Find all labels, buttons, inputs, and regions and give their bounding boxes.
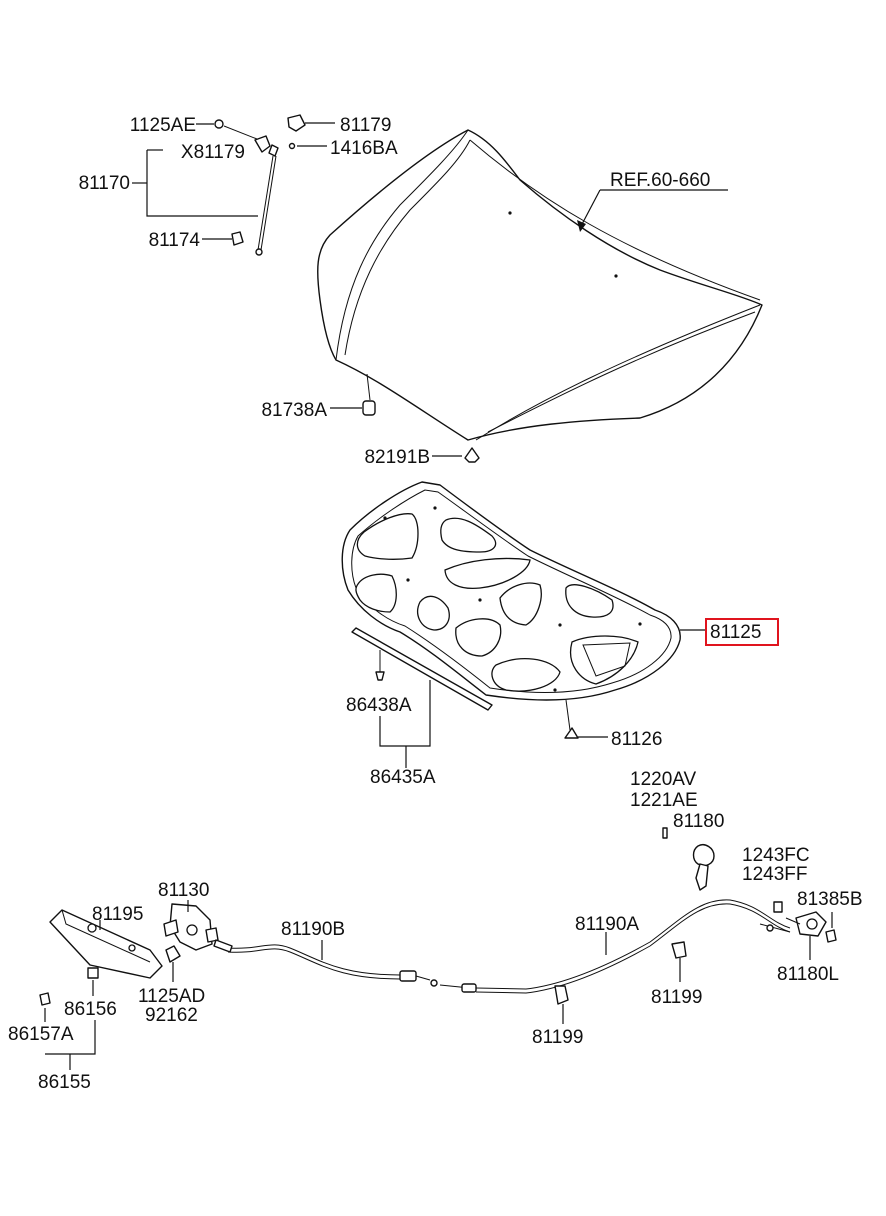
label-81190A: 81190A <box>575 914 639 935</box>
hood-insulator-pad <box>341 481 706 701</box>
release-lever-assembly <box>662 827 837 960</box>
hood-safety-hook <box>39 909 163 1070</box>
release-cable <box>227 899 791 1024</box>
label-1416BA: 1416BA <box>330 138 398 159</box>
label-81199-right: 81199 <box>651 987 702 1008</box>
label-81130: 81130 <box>158 880 209 901</box>
label-82191B: 82191B <box>364 447 430 468</box>
label-92162: 92162 <box>145 1005 198 1026</box>
label-81174: 81174 <box>149 230 201 251</box>
label-86435A: 86435A <box>370 767 436 788</box>
label-86157A: 86157A <box>8 1024 74 1045</box>
label-81180L: 81180L <box>777 964 839 985</box>
label-X81179: X81179 <box>181 142 245 163</box>
insulator-clip <box>564 699 608 739</box>
label-REF: REF.60-660 <box>610 170 710 191</box>
hood-stopper <box>432 447 480 463</box>
hood-latch <box>163 900 233 982</box>
label-1125AE: 1125AE <box>130 115 196 136</box>
label-81385B: 81385B <box>797 889 863 910</box>
retainer-strip <box>351 627 493 768</box>
label-81190B: 81190B <box>281 919 345 940</box>
ref-leader <box>577 189 728 232</box>
highlight-box <box>705 618 779 646</box>
part-labels: 1125AE 81179 X81179 1416BA 81170 81174 R… <box>8 115 863 1093</box>
label-81170: 81170 <box>79 173 130 194</box>
hood-stay-assembly <box>132 114 335 256</box>
hood-panel <box>317 129 763 441</box>
label-86155: 86155 <box>38 1072 91 1093</box>
label-1220AV: 1220AV <box>630 769 697 790</box>
label-86156: 86156 <box>64 999 117 1020</box>
label-81180: 81180 <box>673 811 724 832</box>
label-81126: 81126 <box>611 729 662 750</box>
label-1243FF: 1243FF <box>742 864 807 885</box>
label-81199-center: 81199 <box>532 1027 583 1048</box>
label-81738A: 81738A <box>261 400 327 421</box>
label-1221AE: 1221AE <box>630 790 698 811</box>
label-1125AD: 1125AD <box>138 986 205 1007</box>
label-81179: 81179 <box>340 115 391 136</box>
hood-bumper <box>330 373 376 416</box>
label-1243FC: 1243FC <box>742 845 810 866</box>
label-81125: 81125 <box>710 622 761 643</box>
label-86438A: 86438A <box>346 695 412 716</box>
label-81195: 81195 <box>92 904 143 925</box>
